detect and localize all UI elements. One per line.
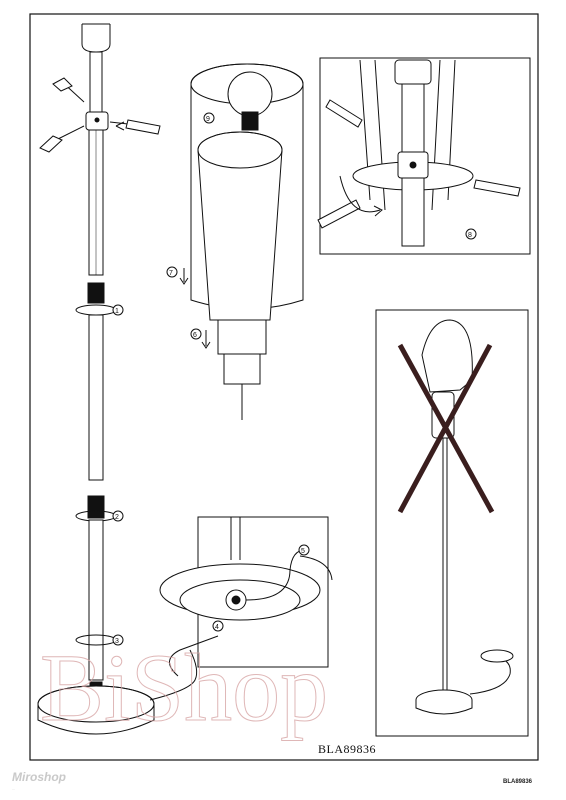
joint-ring-1 bbox=[76, 305, 116, 315]
brand-logo: Miroshop bbox=[12, 770, 66, 784]
brand-tagline: ... bbox=[12, 786, 15, 791]
svg-text:1: 1 bbox=[115, 308, 119, 315]
svg-text:6: 6 bbox=[193, 332, 197, 339]
main-assembly: 1 2 3 bbox=[38, 24, 197, 734]
svg-text:9: 9 bbox=[206, 116, 210, 123]
model-code: BLA89836 bbox=[318, 742, 376, 757]
svg-text:7: 7 bbox=[169, 270, 173, 277]
svg-text:5: 5 bbox=[301, 548, 305, 555]
hub-detail: 8 bbox=[318, 58, 530, 254]
warning-panel bbox=[376, 310, 528, 736]
svg-text:8: 8 bbox=[468, 232, 472, 239]
watermark: BiShop bbox=[40, 634, 328, 741]
bulb bbox=[228, 72, 272, 116]
shade-detail: 9 7 6 bbox=[167, 64, 303, 420]
svg-text:2: 2 bbox=[115, 514, 119, 521]
page-code: BLA89836 bbox=[503, 779, 532, 785]
svg-text:4: 4 bbox=[215, 624, 219, 631]
